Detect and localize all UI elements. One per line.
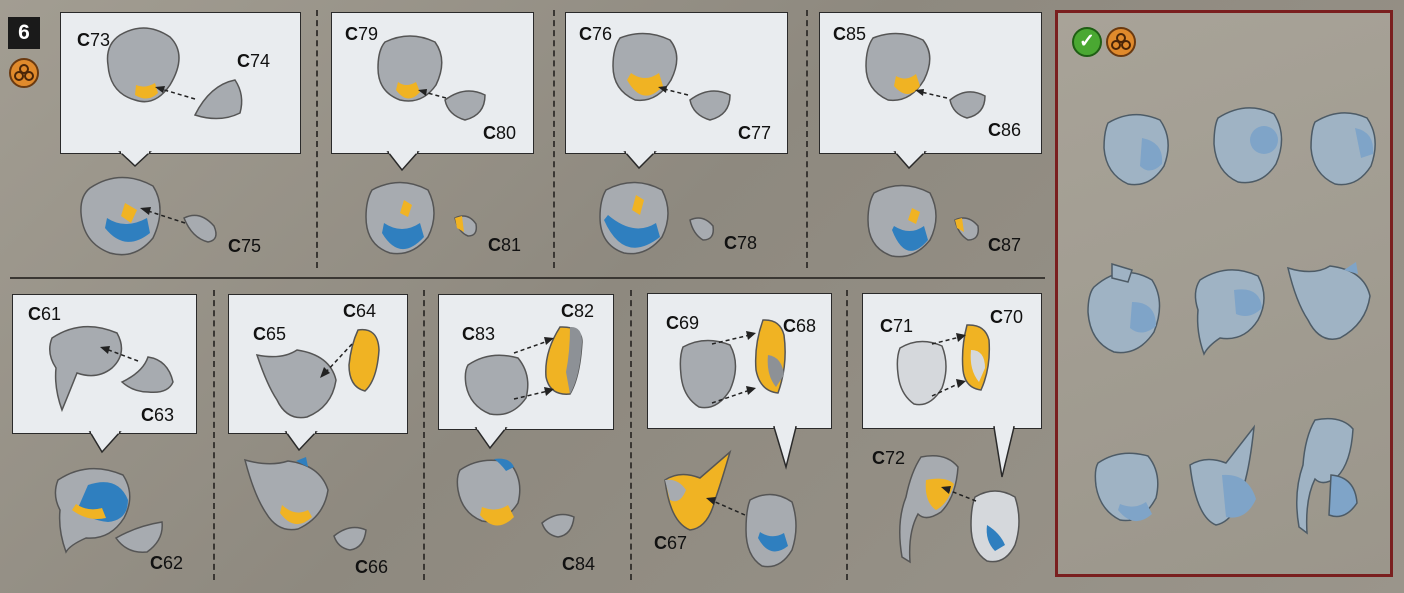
divider — [10, 277, 1045, 279]
part-label-c65: C65 — [253, 324, 286, 345]
finished-head-icon — [1188, 262, 1273, 357]
part-label-c84: C84 — [562, 554, 595, 575]
divider — [846, 290, 848, 580]
part-label-c68: C68 — [783, 316, 816, 337]
nose-part-icon — [952, 212, 984, 244]
assembly-arrow — [510, 385, 555, 407]
jaw-part-icon — [112, 518, 167, 558]
divider — [423, 290, 425, 580]
assembly-arrow — [708, 330, 756, 348]
part-label-c66: C66 — [355, 557, 388, 578]
assembly-arrow — [658, 85, 692, 100]
nose-part-icon — [452, 210, 482, 240]
part-label-c62: C62 — [150, 553, 183, 574]
divider — [316, 10, 318, 268]
head-assembled-icon — [240, 455, 335, 535]
head-assembled-icon — [360, 175, 440, 260]
divider — [630, 290, 632, 580]
head-part-icon — [42, 318, 127, 413]
part-label-c83: C83 — [462, 324, 495, 345]
part-label-c69: C69 — [666, 313, 699, 334]
assembly-arrow — [928, 378, 966, 400]
finished-head-icon — [1090, 448, 1165, 533]
jaw-assembled-icon — [896, 452, 966, 567]
finished-head-icon — [1305, 106, 1385, 190]
head-assembled-icon — [452, 455, 527, 530]
check-icon: ✓ — [1072, 27, 1102, 57]
assembly-arrow — [318, 340, 356, 380]
divider — [213, 290, 215, 580]
step-number: 6 — [8, 17, 40, 49]
part-label-c61: C61 — [28, 304, 61, 325]
jaw-part-icon — [945, 82, 990, 124]
part-label-c75: C75 — [228, 236, 261, 257]
jaw-assembled-icon — [660, 450, 735, 535]
part-label-c79: C79 — [345, 24, 378, 45]
jaw-part-icon — [538, 505, 578, 540]
assembly-arrow — [708, 385, 756, 407]
divider — [553, 10, 555, 268]
nose-part-icon — [687, 212, 719, 244]
subassembly-icon — [1106, 27, 1136, 57]
assembly-arrow — [928, 332, 966, 348]
part-label-c70: C70 — [990, 307, 1023, 328]
part-label-c76: C76 — [579, 24, 612, 45]
subassembly-icon — [9, 58, 39, 88]
assembly-arrow — [100, 345, 142, 365]
assembly-arrow — [915, 88, 951, 103]
head-assembled-icon — [594, 175, 674, 260]
finished-head-icon — [1082, 262, 1167, 362]
part-label-c87: C87 — [988, 235, 1021, 256]
divider — [806, 10, 808, 268]
jaw-part-icon — [685, 80, 735, 125]
part-label-c63: C63 — [141, 405, 174, 426]
assembly-arrow — [418, 88, 450, 103]
part-label-c74: C74 — [237, 51, 270, 72]
part-label-c64: C64 — [343, 301, 376, 322]
assembly-arrow — [155, 85, 200, 105]
assembly-arrow — [940, 485, 980, 507]
part-label-c86: C86 — [988, 120, 1021, 141]
part-label-c71: C71 — [880, 316, 913, 337]
finished-head-icon — [1208, 100, 1290, 190]
part-label-c81: C81 — [488, 235, 521, 256]
finished-head-icon — [1186, 425, 1271, 535]
part-label-c82: C82 — [561, 301, 594, 322]
part-label-c78: C78 — [724, 233, 757, 254]
part-label-c85: C85 — [833, 24, 866, 45]
finished-head-icon — [1293, 415, 1365, 540]
finished-head-icon — [1284, 258, 1374, 350]
assembly-arrow — [705, 495, 750, 520]
assembly-arrow — [510, 335, 555, 357]
part-label-c73: C73 — [77, 30, 110, 51]
jaw-part-icon — [330, 518, 370, 553]
assembly-arrow — [140, 205, 190, 230]
part-label-c77: C77 — [738, 123, 771, 144]
finished-head-icon — [1098, 108, 1176, 190]
head-assembled-icon — [862, 178, 942, 260]
part-label-c80: C80 — [483, 123, 516, 144]
part-label-c67: C67 — [654, 533, 687, 554]
